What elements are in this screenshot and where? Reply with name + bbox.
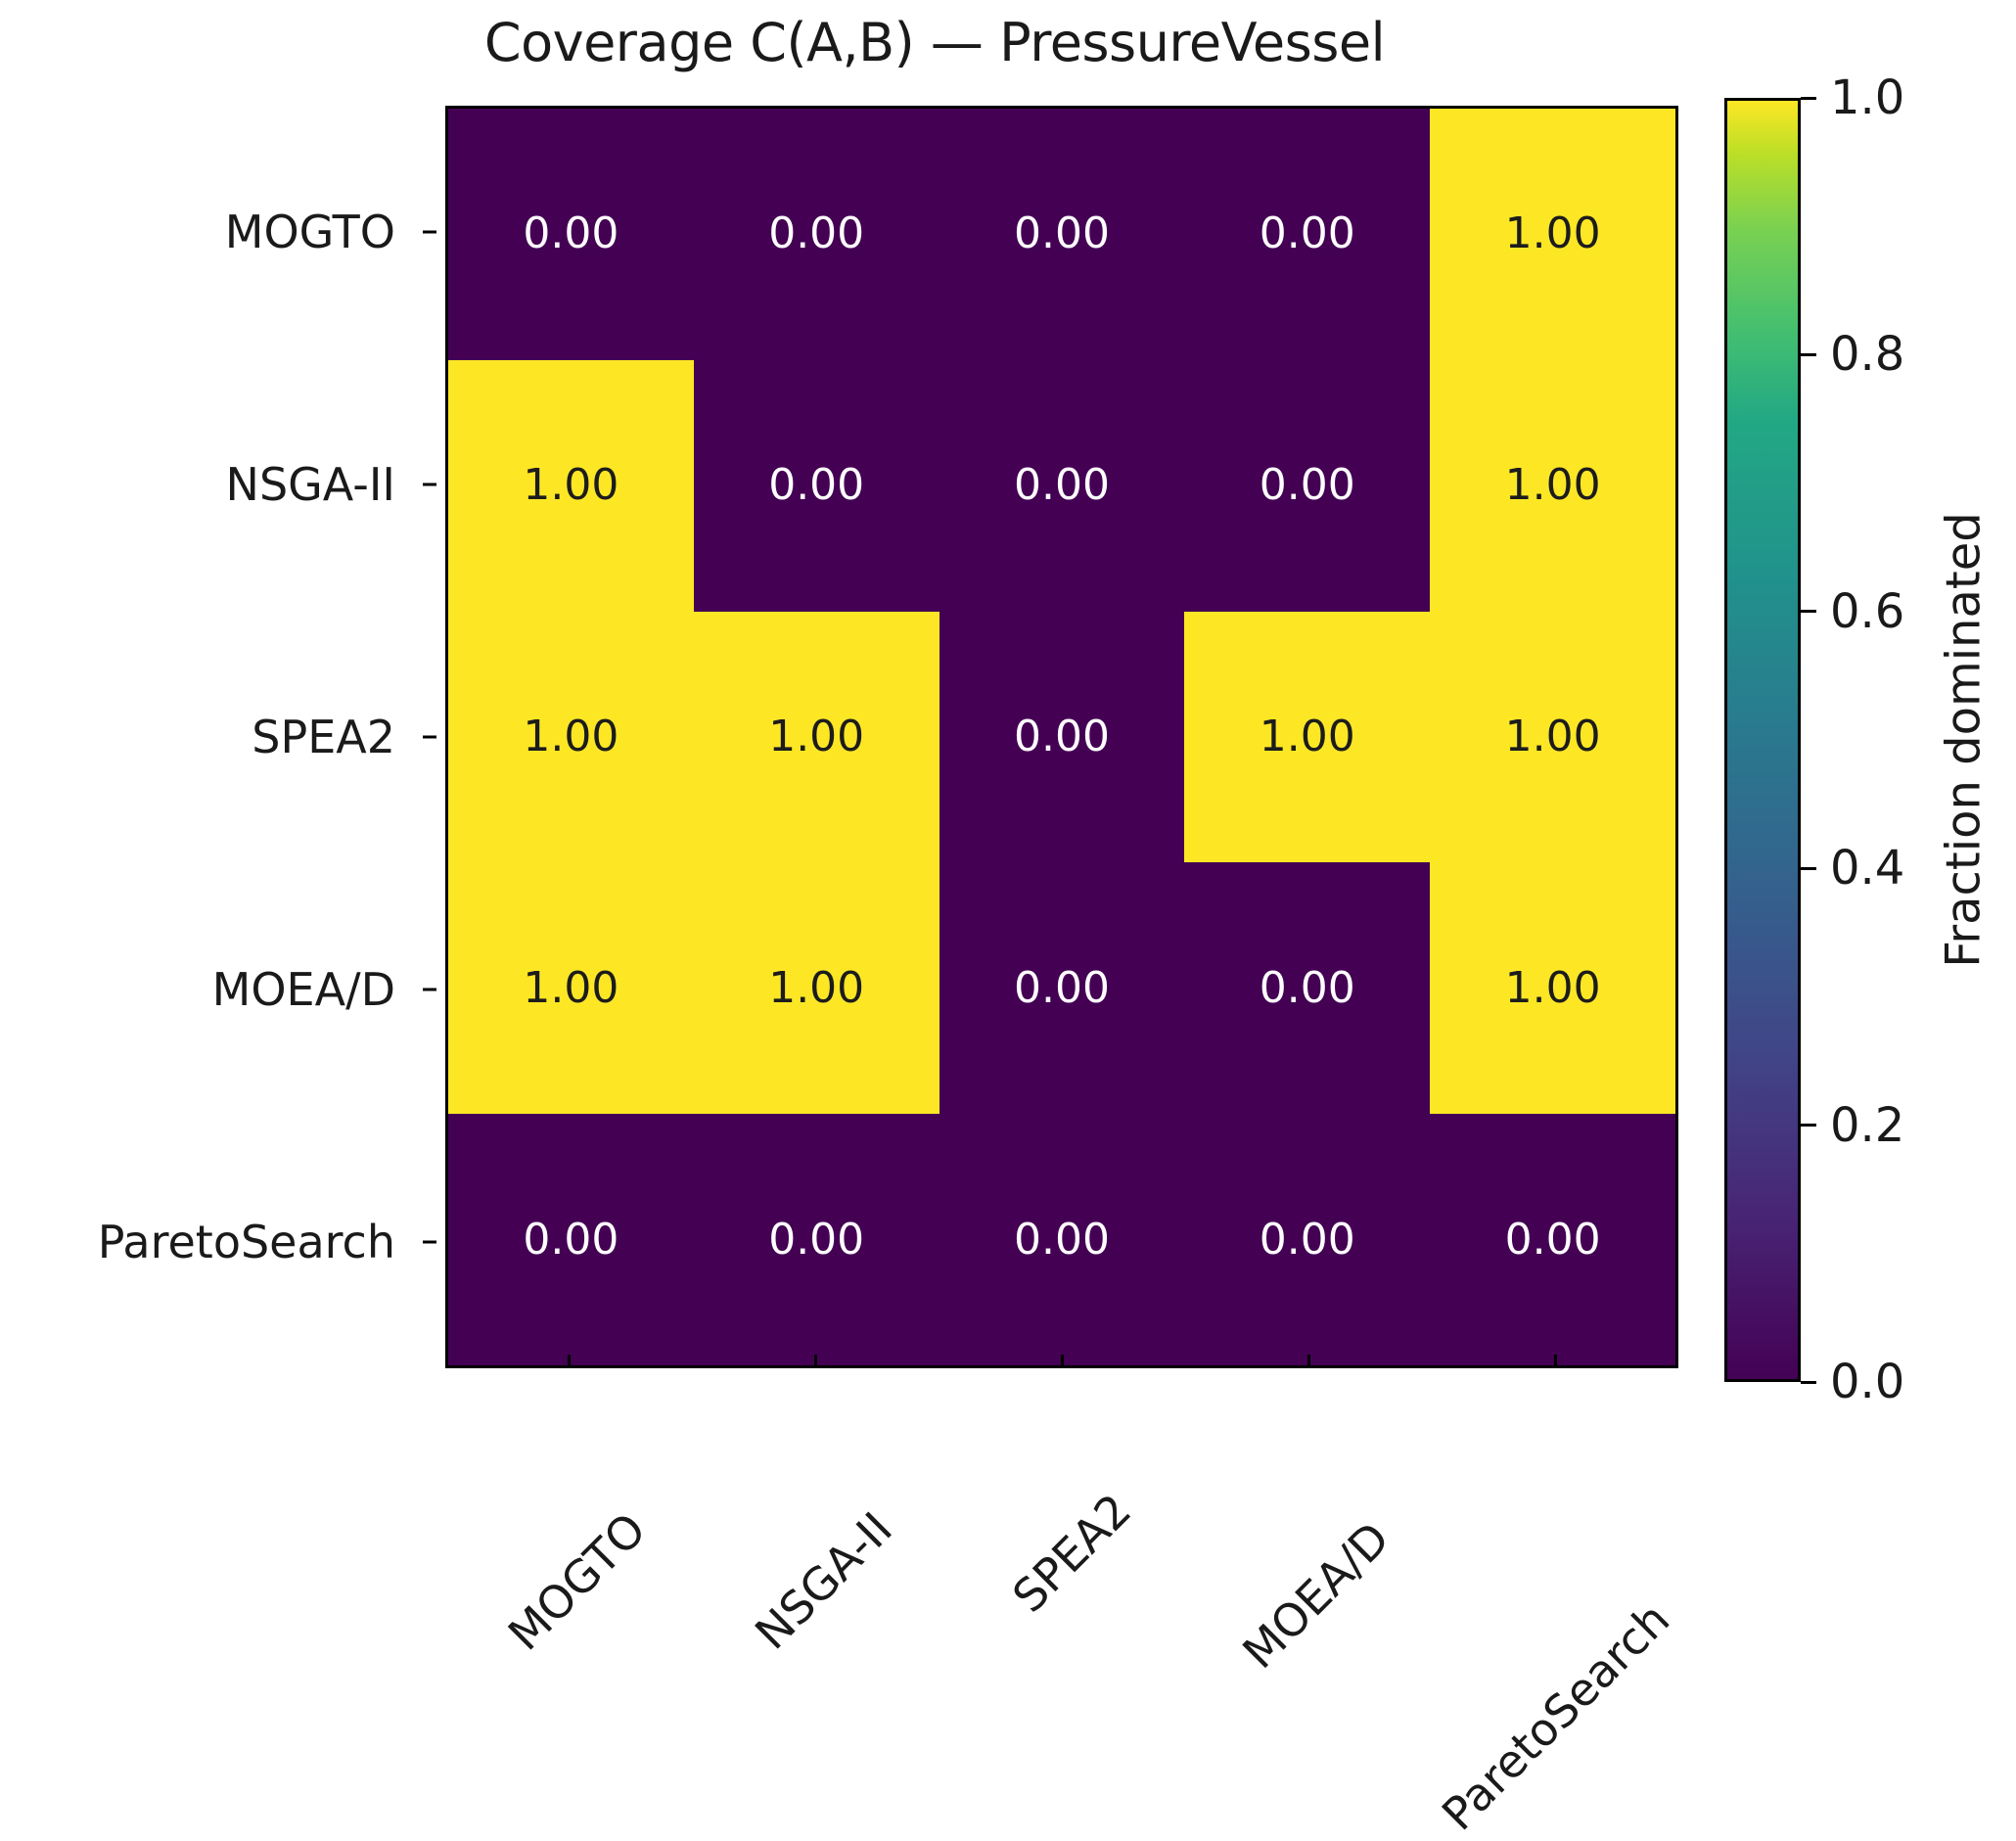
heatmap-cell-value: 0.00 bbox=[1259, 460, 1355, 511]
colorbar-tick-mark bbox=[1801, 1124, 1816, 1128]
colorbar-axis-label-text: Fraction dominated bbox=[1937, 512, 1993, 968]
heatmap-cell-value: 0.00 bbox=[523, 1214, 619, 1265]
heatmap-cell-value: 1.00 bbox=[1504, 711, 1601, 761]
heatmap-cell: 1.00 bbox=[448, 359, 694, 612]
colorbar-tick-text: 1.0 bbox=[1830, 70, 1905, 125]
heatmap-cell-value: 0.00 bbox=[1014, 711, 1110, 761]
heatmap-cell: 1.00 bbox=[1430, 359, 1675, 612]
x-tick-label-nsga-ii: NSGA-II bbox=[745, 1501, 902, 1660]
heatmap-cell: 1.00 bbox=[693, 611, 939, 863]
y-tick-mark bbox=[423, 735, 436, 739]
heatmap-cell-value: 0.00 bbox=[1504, 1214, 1601, 1265]
heatmap-cell-value: 0.00 bbox=[1014, 1214, 1110, 1265]
heatmap-cell: 0.00 bbox=[1184, 862, 1431, 1115]
heatmap-cell-value: 0.00 bbox=[1014, 460, 1110, 511]
y-tick-label-mogto: MOGTO bbox=[224, 206, 395, 258]
colorbar-gradient bbox=[1724, 98, 1801, 1382]
y-tick-mark bbox=[423, 483, 436, 486]
heatmap-cell: 1.00 bbox=[1430, 611, 1675, 863]
heatmap-cell-value: 0.00 bbox=[1259, 208, 1355, 259]
y-tick-label-nsga-ii: NSGA-II bbox=[225, 458, 395, 511]
y-tick-mark bbox=[423, 1240, 436, 1244]
heatmap-cell-value: 1.00 bbox=[768, 962, 865, 1013]
heatmap-cell-value: 0.00 bbox=[1259, 1214, 1355, 1265]
heatmap-cell-value: 1.00 bbox=[1504, 208, 1601, 259]
colorbar-tick-mark bbox=[1801, 1380, 1816, 1384]
heatmap-cell-value: 1.00 bbox=[523, 460, 619, 511]
y-tick-label-spea2: SPEA2 bbox=[252, 711, 395, 763]
heatmap-cell: 0.00 bbox=[939, 611, 1185, 863]
heatmap-cell-value: 0.00 bbox=[768, 208, 865, 259]
x-tick-label-spea2: SPEA2 bbox=[1002, 1483, 1142, 1623]
heatmap-cell-value: 1.00 bbox=[1504, 460, 1601, 511]
page-title: Coverage C(A,B) — PressureVessel bbox=[483, 12, 1386, 73]
colorbar-tick-text: 0.8 bbox=[1830, 327, 1905, 383]
x-tick-mark bbox=[1306, 1355, 1310, 1368]
heatmap-cell-value: 1.00 bbox=[1259, 711, 1355, 761]
heatmap-cell: 0.00 bbox=[939, 109, 1185, 360]
heatmap-cell-value: 0.00 bbox=[768, 1214, 865, 1265]
colorbar-tick-mark bbox=[1801, 866, 1816, 870]
colorbar-tick-mark bbox=[1801, 96, 1816, 100]
x-tick-label-moea-d: MOEA/D bbox=[1232, 1511, 1400, 1680]
heatmap-cell: 0.00 bbox=[693, 359, 939, 612]
x-tick-mark bbox=[1060, 1355, 1064, 1368]
colorbar-tick-text: 0.2 bbox=[1830, 1097, 1905, 1153]
heatmap-cell-value: 0.00 bbox=[768, 460, 865, 511]
heatmap-cell-value: 1.00 bbox=[523, 962, 619, 1013]
y-tick-mark bbox=[423, 230, 436, 234]
colorbar-tick-text: 0.4 bbox=[1830, 841, 1905, 897]
x-tick-label-mogto: MOGTO bbox=[497, 1502, 657, 1661]
heatmap-cell: 0.00 bbox=[693, 1114, 939, 1365]
heatmap-cell: 1.00 bbox=[1430, 862, 1675, 1115]
x-tick-mark bbox=[813, 1355, 817, 1368]
heatmap-cell-value: 0.00 bbox=[1014, 962, 1110, 1013]
heatmap-cell-value: 1.00 bbox=[768, 711, 865, 761]
x-tick-mark bbox=[1553, 1355, 1557, 1368]
y-tick-label-paretosearch: ParetoSearch bbox=[97, 1216, 395, 1268]
colorbar-tick-text: 0.6 bbox=[1830, 583, 1905, 639]
heatmap-cell: 0.00 bbox=[1430, 1114, 1675, 1365]
heatmap-cell: 0.00 bbox=[1184, 359, 1431, 612]
heatmap-cell: 0.00 bbox=[939, 359, 1185, 612]
heatmap-cell: 0.00 bbox=[939, 1114, 1185, 1365]
x-tick-mark bbox=[567, 1355, 571, 1368]
heatmap-cell-value: 0.00 bbox=[1259, 962, 1355, 1013]
heatmap-cell: 0.00 bbox=[939, 862, 1185, 1115]
y-tick-mark bbox=[423, 988, 436, 991]
heatmap-cell: 0.00 bbox=[693, 109, 939, 360]
heatmap-cell: 1.00 bbox=[1430, 109, 1675, 360]
heatmap-cell: 0.00 bbox=[1184, 1114, 1431, 1365]
heatmap-cell-value: 0.00 bbox=[1014, 208, 1110, 259]
colorbar-tick-mark bbox=[1801, 352, 1816, 356]
figure-canvas: Coverage C(A,B) — PressureVessel MOGTO NS… bbox=[0, 12, 2016, 1841]
heatmap-cell-grid: 0.00 0.00 0.00 0.00 1.00 1.00 0.00 0.00 0.00 1.00… bbox=[448, 109, 1675, 1365]
colorbar-axis-label: Fraction dominated bbox=[1930, 98, 1998, 1382]
heatmap-cell: 0.00 bbox=[448, 1114, 694, 1365]
heatmap-cell-value: 1.00 bbox=[1504, 962, 1601, 1013]
heatmap-cell-value: 1.00 bbox=[523, 711, 619, 761]
heatmap-cell: 1.00 bbox=[1184, 611, 1431, 863]
colorbar-tick-mark bbox=[1801, 610, 1816, 614]
heatmap-cell-value: 0.00 bbox=[523, 208, 619, 259]
heatmap-cell: 1.00 bbox=[448, 611, 694, 863]
heatmap-cell: 1.00 bbox=[693, 862, 939, 1115]
heatmap-plot-area: 0.00 0.00 0.00 0.00 1.00 1.00 0.00 0.00 0.00 1.00… bbox=[445, 106, 1678, 1368]
heatmap-cell: 1.00 bbox=[448, 862, 694, 1115]
x-tick-label-paretosearch: ParetoSearch bbox=[1431, 1592, 1680, 1841]
heatmap-cell: 0.00 bbox=[448, 109, 694, 360]
heatmap-cell: 0.00 bbox=[1184, 109, 1431, 360]
y-tick-label-moea-d: MOEA/D bbox=[211, 963, 395, 1016]
colorbar-tick-text: 0.0 bbox=[1830, 1355, 1905, 1409]
